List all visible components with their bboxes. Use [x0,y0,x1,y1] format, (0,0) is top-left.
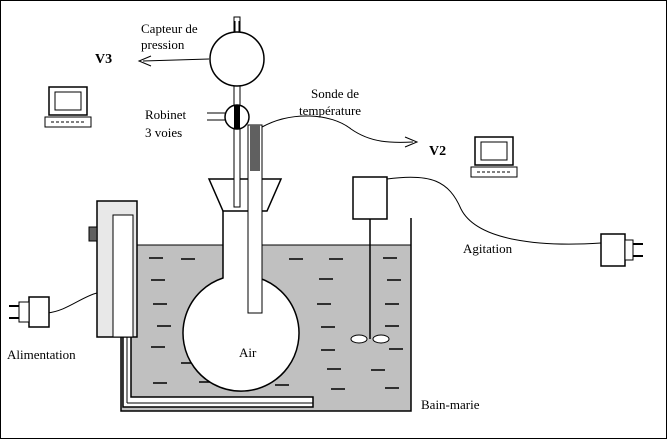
round-bottom-flask [182,178,300,392]
v3-arrow [137,55,210,67]
heater [88,200,314,408]
power-supply-label: Alimentation [7,347,76,362]
stirrer-motor [352,176,388,220]
stirrer-cable [386,176,602,245]
v2-cable [261,115,419,148]
valve-label-2: 3 voies [145,125,182,140]
heater-knob [88,226,98,242]
stirrer [350,176,602,344]
temperature-probe-label: Sonde de [311,86,359,101]
pressure-sensor-label-2: pression [141,37,185,52]
v2-label: V2 [429,144,446,159]
water-bath-label: Bain-marie [421,397,480,412]
power-plug-icon [9,292,98,328]
computer-icon [44,86,92,128]
v3-label: V3 [95,52,112,67]
computer-icon [470,136,518,178]
valve-label: Robinet [145,107,187,122]
temperature-probe-label-2: température [299,103,361,118]
air-label: Air [239,345,257,360]
pressure-sensor-label: Capteur de [141,21,198,36]
stirrer-plug-icon [600,233,643,267]
pressure-sensor [209,21,265,87]
stirring-label: Agitation [463,241,513,256]
flask-stopper [207,178,283,212]
three-way-valve [207,104,250,130]
